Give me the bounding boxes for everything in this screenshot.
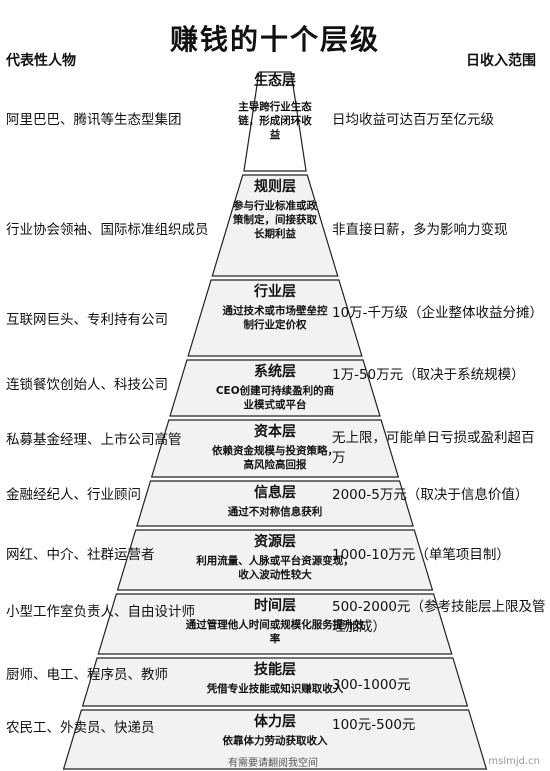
- pyramid-layer-1: 生态层主导跨行业生态链，形成闭环收益: [235, 72, 315, 142]
- layer-name: 生态层: [254, 73, 296, 89]
- layer-name: 信息层: [254, 485, 296, 501]
- pyramid-band-6: [136, 480, 414, 527]
- pyramid-band-9: [81, 657, 469, 707]
- pyramid-band-10: [62, 709, 488, 770]
- representative-7: 网红、中介、社群运营者: [6, 547, 155, 563]
- representative-3: 互联网巨头、专利持有公司: [6, 312, 168, 328]
- income-range-6: 2000-5万元（取决于信息价值）: [332, 487, 529, 503]
- representative-8: 小型工作室负责人、自由设计师: [6, 604, 195, 620]
- income-range-4: 1万-50万元（取决于系统规模）: [332, 367, 525, 383]
- income-range-10: 100元-500元: [332, 717, 416, 733]
- layer-description: 参与行业标准或政策制定，间接获取长期利益: [233, 200, 317, 240]
- layer-description: CEO创建可持续盈利的商业模式或平台: [215, 385, 335, 411]
- layer-name: 行业层: [254, 284, 296, 300]
- income-range-7: 1000-10万元（单笔项目制）: [332, 547, 510, 563]
- representative-1: 阿里巴巴、腾讯等生态型集团: [6, 112, 182, 128]
- pyramid-layer-9: 技能层凭借专业技能或知识赚取收入: [175, 661, 375, 696]
- layer-name: 规则层: [254, 179, 296, 195]
- layer-name: 系统层: [254, 364, 296, 380]
- layer-description: 通过不对称信息获利: [227, 506, 323, 518]
- layer-description: 凭借专业技能或知识赚取收入: [206, 683, 344, 695]
- header-representatives: 代表性人物: [6, 53, 76, 69]
- income-range-2: 非直接日薪，多为影响力变现: [332, 222, 508, 238]
- representative-2: 行业协会领袖、国际标准组织成员: [6, 222, 209, 238]
- pyramid-layer-5: 资本层依赖资金规模与投资策略，高风险高回报: [210, 423, 340, 472]
- layer-description: 依靠体力劳动获取收入: [222, 735, 328, 747]
- representative-6: 金融经纪人、行业顾问: [6, 487, 141, 503]
- header-daily-income: 日收入范围: [466, 53, 536, 69]
- layer-name: 时间层: [254, 598, 296, 614]
- representative-10: 农民工、外卖员、快递员: [6, 720, 155, 736]
- page-title: 赚钱的十个层级: [169, 23, 380, 56]
- pyramid-layer-4: 系统层 CEO创建可持续盈利的商业模式或平台: [215, 363, 335, 412]
- pyramid-band-5: [150, 419, 400, 478]
- layer-name: 技能层: [254, 662, 296, 678]
- layer-name: 资本层: [254, 424, 296, 440]
- pyramid-band-8: [97, 593, 453, 655]
- pyramid-layer-2: 规则层参与行业标准或政策制定，间接获取长期利益: [230, 178, 320, 241]
- pyramid-band-3: [187, 279, 363, 357]
- income-range-5: 无上限，可能单日亏损或盈利超百万: [332, 430, 535, 466]
- pyramid-band-1: [243, 71, 307, 172]
- layer-description: 依赖资金规模与投资策略，高风险高回报: [212, 445, 338, 471]
- pyramid-layer-3: 行业层通过技术或市场壁垒控制行业定价权: [220, 283, 330, 332]
- representative-4: 连锁餐饮创始人、科技公司: [6, 377, 168, 393]
- pyramid-band-7: [116, 529, 434, 591]
- income-range-3: 10万-千万级（企业整体收益分摊）: [332, 305, 544, 321]
- representative-9: 厨师、电工、程序员、教师: [6, 667, 168, 683]
- layer-description: 通过管理他人时间或规模化服务提升效率: [185, 619, 365, 645]
- footer-credit: 有需要请翻阅我空间: [228, 758, 318, 769]
- layer-name: 体力层: [254, 714, 296, 730]
- layer-name: 资源层: [254, 534, 296, 550]
- income-range-8: 500-2000元（参考技能层上限及管理加成）: [332, 599, 546, 635]
- watermark: mslmjd.cn: [488, 756, 540, 767]
- pyramid-layer-10: 体力层依靠体力劳动获取收入: [170, 713, 380, 748]
- layer-description: 通过技术或市场壁垒控制行业定价权: [222, 305, 328, 331]
- pyramid-layer-7: 资源层利用流量、人脉或平台资源变现，收入波动性较大: [195, 533, 355, 582]
- pyramid-layer-6: 信息层通过不对称信息获利: [200, 484, 350, 519]
- layer-description: 主导跨行业生态链，形成闭环收益: [238, 101, 312, 141]
- income-range-1: 日均收益可达百万至亿元级: [332, 112, 494, 128]
- pyramid-band-4: [169, 359, 381, 417]
- income-range-9: 300-1000元: [332, 677, 411, 693]
- representative-5: 私募基金经理、上市公司高管: [6, 432, 182, 448]
- pyramid-band-2: [211, 174, 339, 277]
- layer-description: 利用流量、人脉或平台资源变现，收入波动性较大: [196, 555, 354, 581]
- pyramid-layer-8: 时间层通过管理他人时间或规模化服务提升效率: [185, 597, 365, 646]
